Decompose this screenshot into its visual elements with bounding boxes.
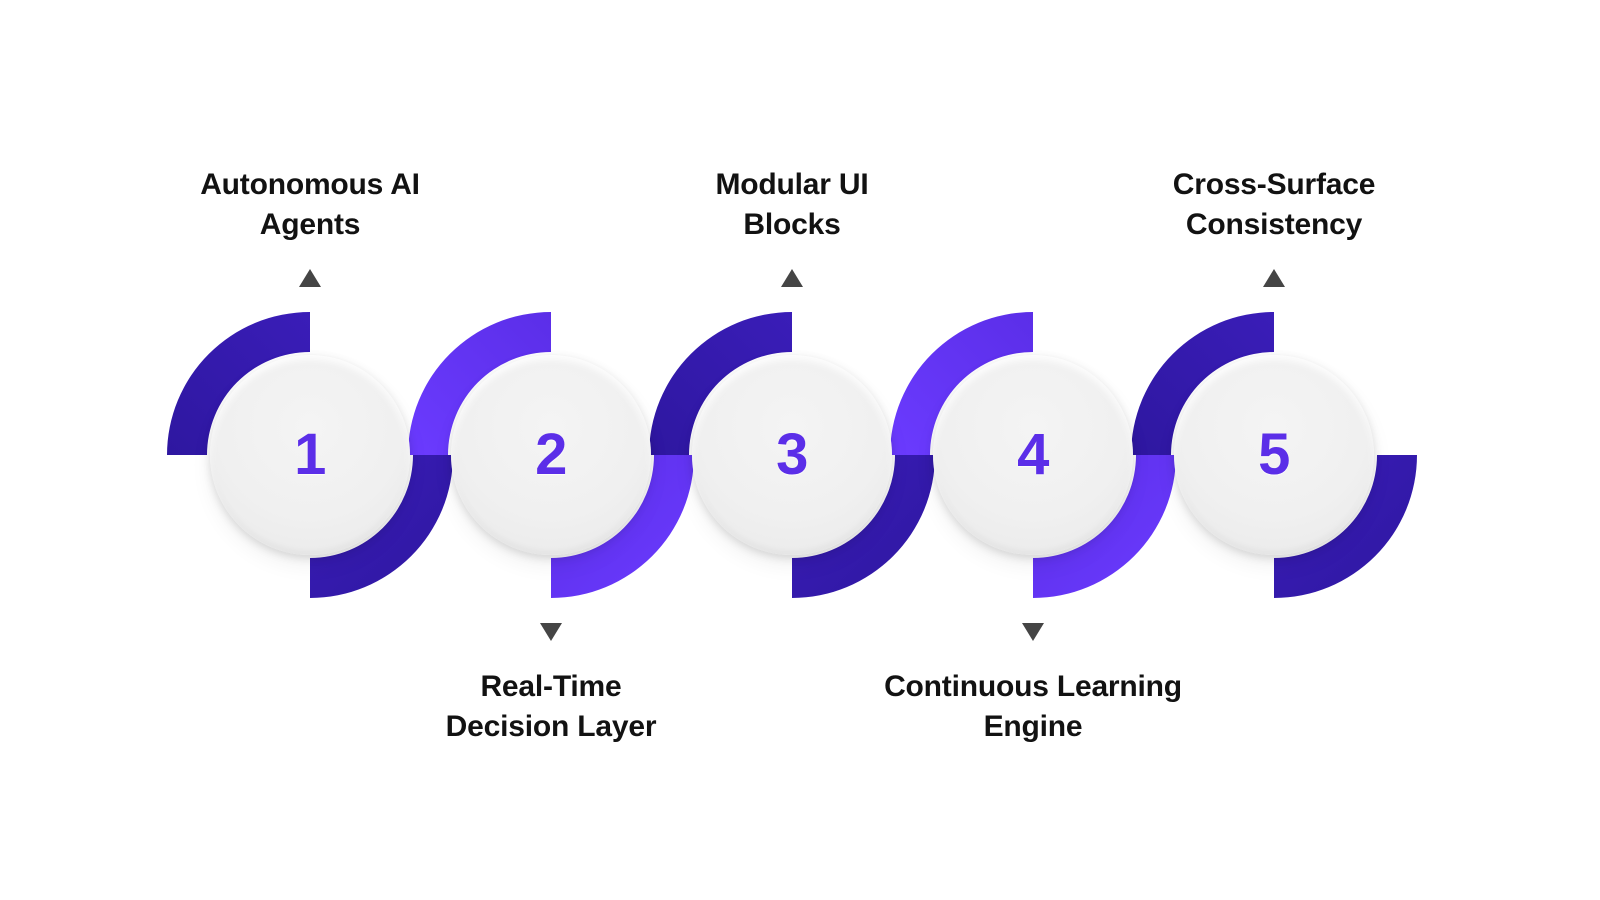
step-disc-4[interactable]: 4 xyxy=(933,355,1133,555)
step-number-2: 2 xyxy=(535,422,567,487)
step-number-1: 1 xyxy=(294,422,326,487)
step-disc-5[interactable]: 5 xyxy=(1174,355,1374,555)
step-label-3: Modular UI Blocks xyxy=(627,165,957,245)
triangle-up-icon xyxy=(781,269,803,287)
step-disc-2[interactable]: 2 xyxy=(451,355,651,555)
step-number-4: 4 xyxy=(1017,422,1049,487)
step-label-line1: Modular UI xyxy=(715,168,869,201)
step-label-line2: Decision Layer xyxy=(445,710,657,744)
step-number-5: 5 xyxy=(1258,422,1290,487)
step-label-line1: Cross-Surface xyxy=(1172,168,1376,201)
step-disc-3[interactable]: 3 xyxy=(692,355,892,555)
step-label-line1: Real-Time xyxy=(480,670,622,703)
step-label-line1: Autonomous AI xyxy=(200,168,420,201)
triangle-up-icon xyxy=(1263,269,1285,287)
step-label-line2: Agents xyxy=(259,208,361,242)
step-label-line2: Blocks xyxy=(743,208,841,242)
step-number-3: 3 xyxy=(776,422,808,487)
step-label-line1: Continuous Learning xyxy=(884,670,1182,703)
step-label-line2: Engine xyxy=(983,710,1083,744)
step-label-1: Autonomous AI Agents xyxy=(145,165,475,245)
triangle-down-icon xyxy=(540,623,562,641)
triangle-down-icon xyxy=(1022,623,1044,641)
triangle-up-icon xyxy=(299,269,321,287)
step-disc-1[interactable]: 1 xyxy=(210,355,410,555)
step-label-line2: Consistency xyxy=(1185,208,1363,242)
